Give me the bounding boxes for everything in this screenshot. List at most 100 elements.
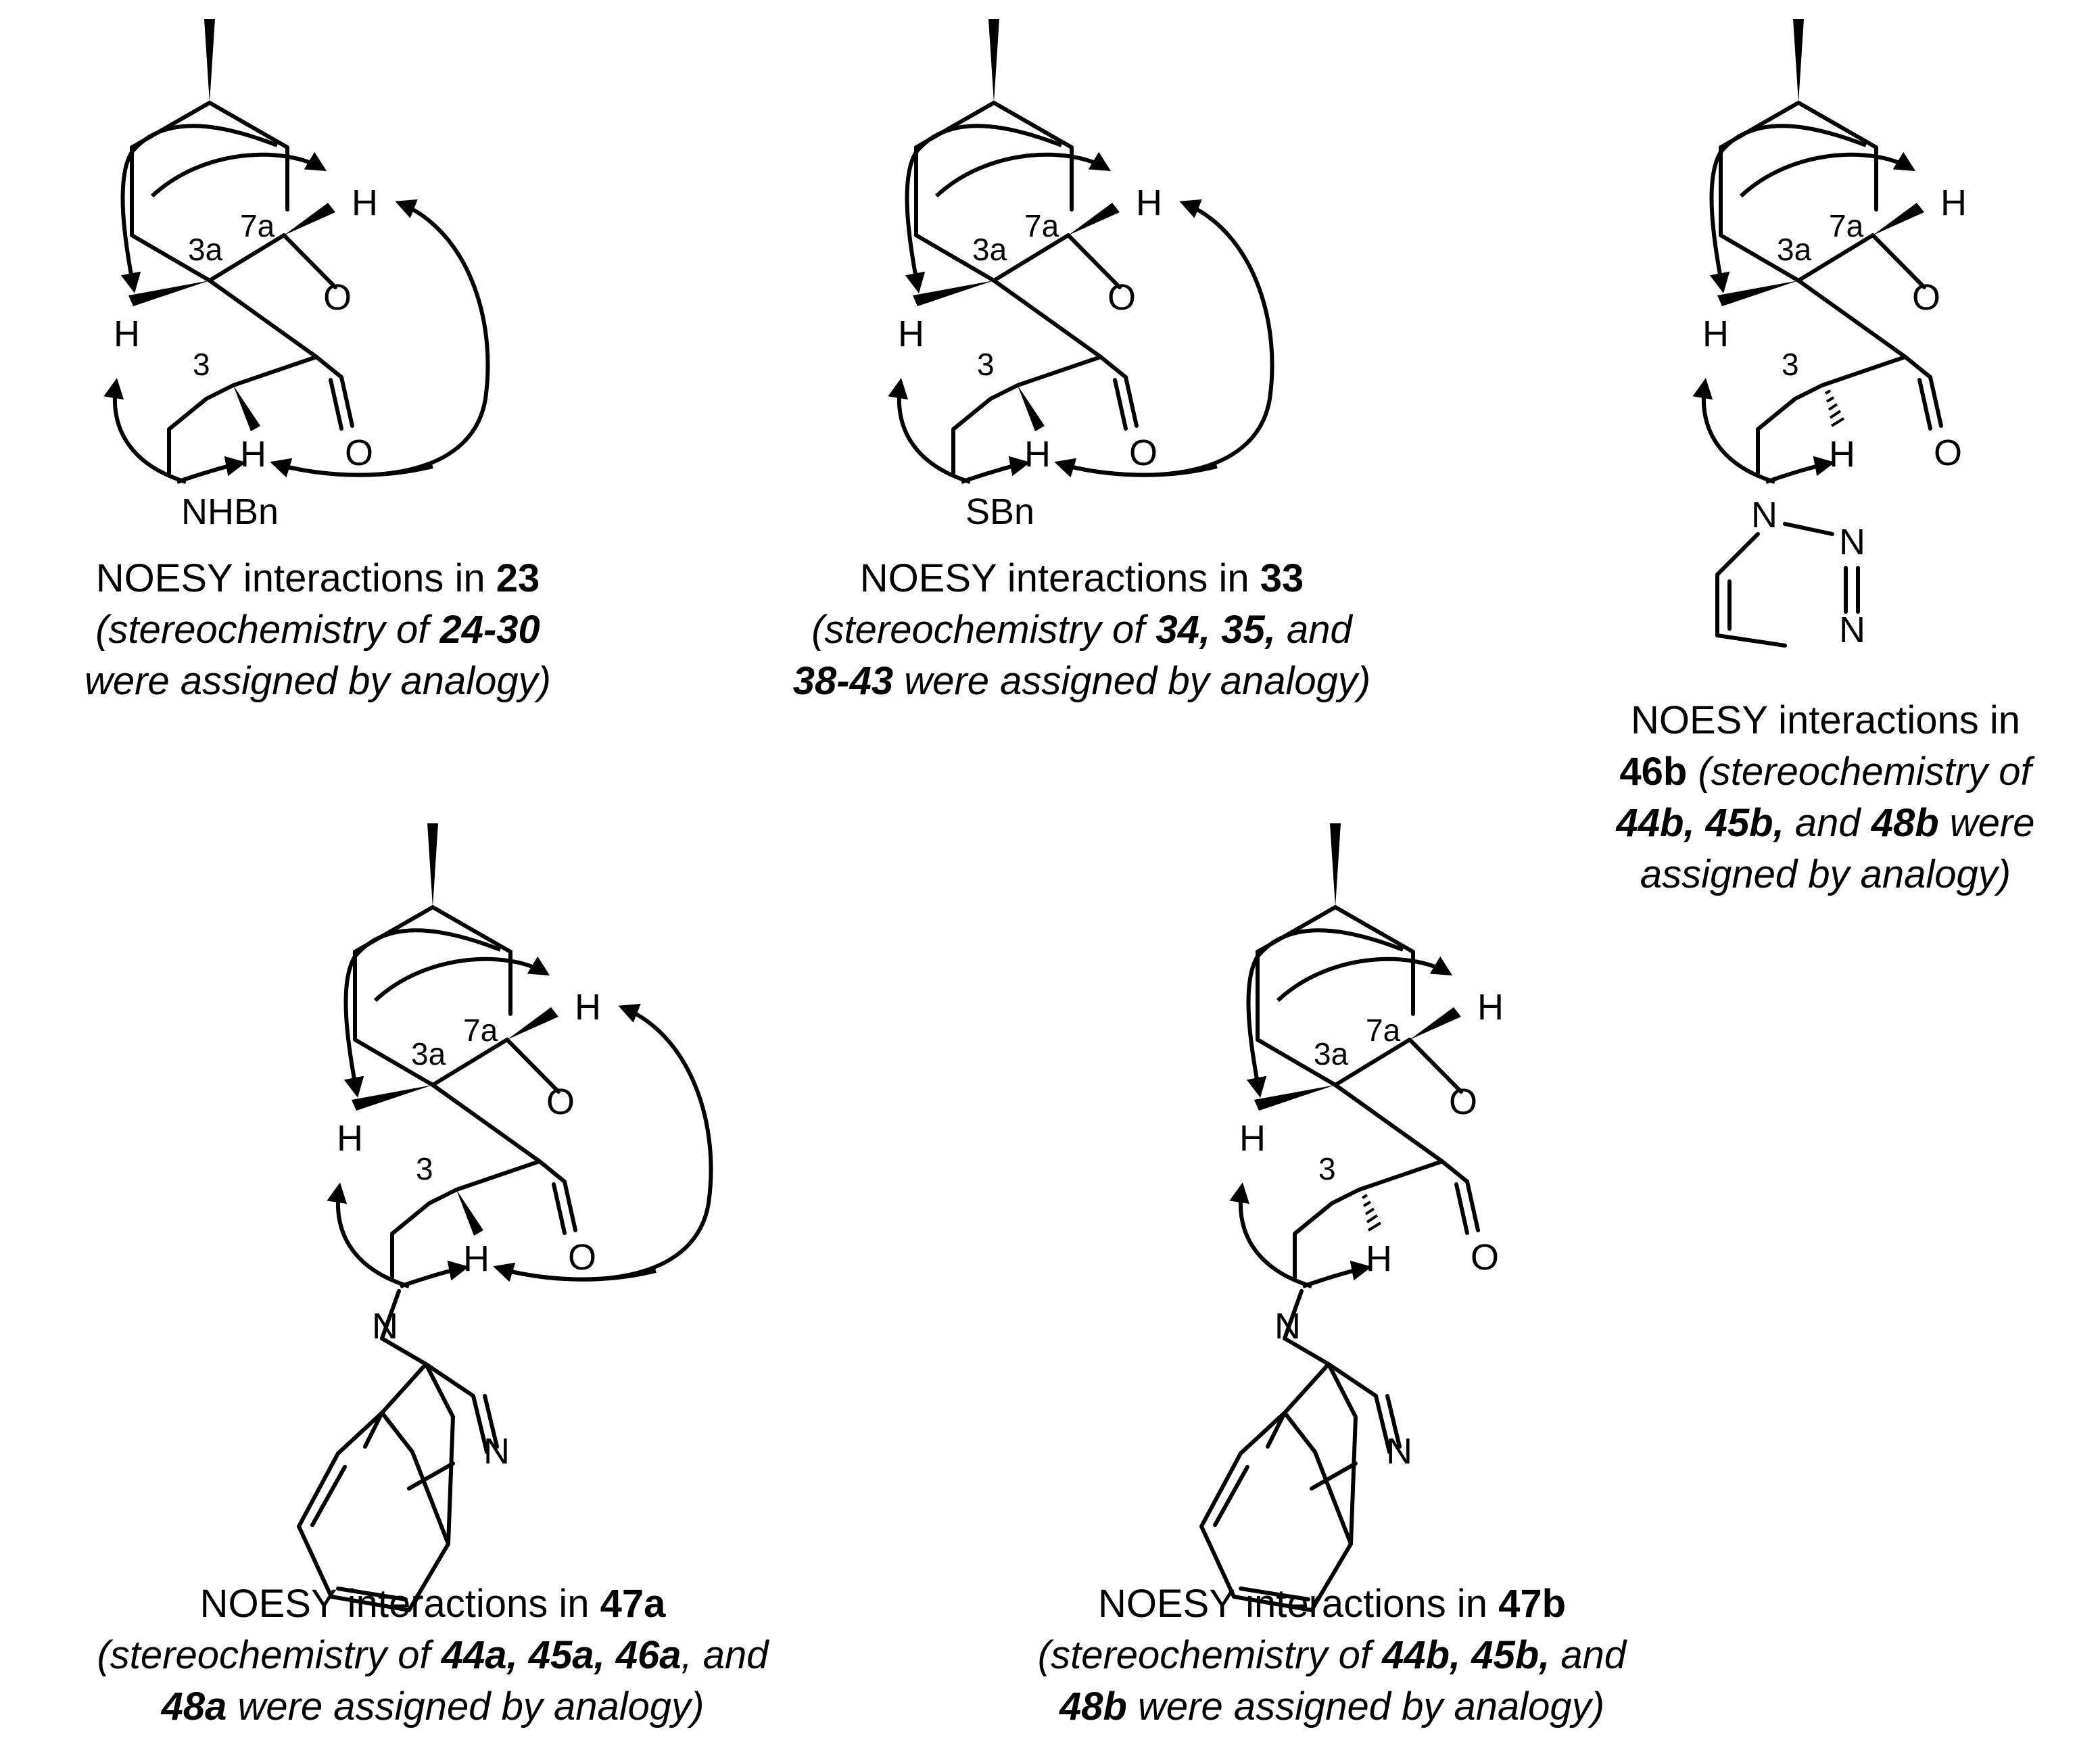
label-3: 3 — [1318, 1151, 1336, 1186]
atom-h-3a: H — [337, 1118, 363, 1159]
molecule-47b: 7a 3a 3 H O H H O N N — [1201, 823, 1504, 1610]
caption-line: 48a were assigned by analogy) — [47, 1681, 818, 1733]
compound-number: 48b — [1059, 1685, 1127, 1728]
molecule-47a: 7a 3a 3 H O H H O N N — [299, 823, 711, 1610]
compound-number: 48b — [1871, 801, 1939, 845]
caption-line: (stereochemistry of 34, 35, and — [717, 604, 1447, 656]
label-7a: 7a — [1366, 1013, 1401, 1048]
compound-number: 47b — [1498, 1582, 1567, 1626]
atom-o-carbonyl: O — [345, 433, 373, 473]
caption-text: were assigned by analogy) — [1126, 1685, 1605, 1728]
atom-o-ring: O — [323, 277, 352, 318]
caption-text: (stereochemistry of — [95, 608, 440, 652]
caption-47b: NOESY interactions in 47b (stereochemist… — [967, 1578, 1697, 1733]
atom-h-3a: H — [1239, 1118, 1266, 1159]
caption-33: NOESY interactions in 33 (stereochemistr… — [717, 553, 1447, 707]
label-3a: 3a — [1777, 232, 1812, 267]
atom-h-3a: H — [1702, 314, 1729, 354]
caption-text: (stereochemistry of — [1687, 750, 2032, 794]
label-3: 3 — [977, 347, 995, 382]
atom-o-ring: O — [546, 1082, 575, 1122]
label-7a: 7a — [240, 208, 275, 243]
molecule-33: 7a 3a 3 H O H H O SBn — [898, 19, 1272, 532]
caption-line: NOESY interactions in 33 — [717, 553, 1447, 604]
caption-text: assigned by analogy) — [1640, 852, 2011, 896]
label-3a: 3a — [1314, 1036, 1349, 1071]
atom-o-carbonyl: O — [1129, 433, 1158, 473]
atom-o-carbonyl: O — [1471, 1237, 1499, 1278]
label-3: 3 — [416, 1151, 433, 1186]
caption-line: were assigned by analogy) — [20, 656, 615, 707]
caption-line: 44b, 45b, and 48b were — [1569, 798, 2082, 849]
compound-number: 46b — [1619, 750, 1688, 794]
caption-line: NOESY interactions in 47b — [967, 1578, 1697, 1630]
caption-text: were — [1938, 801, 2035, 845]
caption-line: NOESY interactions in — [1569, 695, 2082, 746]
triazole-n1: N — [1751, 495, 1777, 535]
compound-number: 33 — [1260, 556, 1304, 600]
label-7a: 7a — [1829, 208, 1864, 243]
substituent-sbn: SBn — [965, 491, 1034, 532]
caption-line: 38-43 were assigned by analogy) — [717, 656, 1447, 707]
caption-line: (stereochemistry of 24-30 — [20, 604, 615, 656]
compound-number: 23 — [496, 556, 540, 600]
caption-23: NOESY interactions in 23 (stereochemistr… — [20, 553, 615, 707]
benzimidazole-n3: N — [483, 1431, 510, 1472]
atom-h-3a: H — [898, 314, 924, 354]
caption-text: NOESY interactions in — [199, 1582, 600, 1626]
compound-number: 48a — [161, 1685, 227, 1728]
label-3: 3 — [1782, 347, 1799, 382]
caption-47a: NOESY interactions in 47a (stereochemist… — [47, 1578, 818, 1733]
triazole-n3: N — [1839, 610, 1865, 650]
benzimidazole-n1: N — [1274, 1306, 1301, 1347]
atom-h-7a: H — [1477, 987, 1504, 1027]
compound-number: 24-30 — [439, 608, 540, 652]
compound-number: 44b, 45b, — [1382, 1633, 1550, 1677]
atom-h-3: H — [240, 434, 266, 475]
molecule-46b: 7a 3a 3 H O H H O N N N — [1702, 19, 1967, 650]
atom-h-3: H — [1829, 434, 1855, 475]
caption-text: (stereochemistry of — [811, 608, 1156, 652]
label-3: 3 — [193, 347, 210, 382]
atom-o-carbonyl: O — [568, 1237, 596, 1278]
caption-text: and — [1550, 1633, 1627, 1677]
atom-o-ring: O — [1449, 1082, 1477, 1122]
label-3a: 3a — [411, 1036, 446, 1071]
caption-text: (stereochemistry of — [1037, 1633, 1383, 1677]
triazole-n2: N — [1839, 522, 1865, 562]
compound-number: 38-43 — [792, 659, 894, 703]
compound-number: 47a — [600, 1582, 666, 1626]
atom-h-7a: H — [575, 987, 601, 1027]
caption-line: 48b were assigned by analogy) — [967, 1681, 1697, 1733]
caption-text: and — [1784, 801, 1871, 845]
caption-line: 46b (stereochemistry of — [1569, 746, 2082, 798]
caption-line: NOESY interactions in 47a — [47, 1578, 818, 1630]
caption-text: NOESY interactions in — [95, 556, 496, 600]
compound-number: 44a, 45a, 46a — [441, 1633, 682, 1677]
atom-h-3: H — [463, 1238, 490, 1279]
atom-o-ring: O — [1912, 277, 1940, 318]
label-7a: 7a — [463, 1013, 498, 1048]
caption-text: NOESY interactions in — [859, 556, 1260, 600]
caption-line: assigned by analogy) — [1569, 849, 2082, 900]
compound-number: 34, 35, — [1155, 608, 1276, 652]
molecule-23: 7a 3a 3 H O H H O NHBn — [114, 19, 488, 532]
compound-number: 44b, 45b, — [1616, 801, 1784, 845]
atom-h-3: H — [1024, 434, 1051, 475]
caption-text: were assigned by analogy) — [893, 659, 1371, 703]
atom-o-carbonyl: O — [1934, 433, 1962, 473]
caption-text: , and — [681, 1633, 769, 1677]
caption-46b: NOESY interactions in 46b (stereochemist… — [1569, 695, 2082, 900]
label-7a: 7a — [1024, 208, 1059, 243]
caption-text: NOESY interactions in — [1097, 1582, 1499, 1626]
label-3a: 3a — [972, 232, 1007, 267]
caption-line: (stereochemistry of 44a, 45a, 46a, and — [47, 1630, 818, 1681]
caption-text: (stereochemistry of — [97, 1633, 442, 1677]
caption-text: NOESY interactions in — [1631, 698, 2020, 742]
caption-text: were assigned by analogy) — [226, 1685, 705, 1728]
atom-h-3a: H — [114, 314, 140, 354]
caption-line: NOESY interactions in 23 — [20, 553, 615, 604]
caption-text: were assigned by analogy) — [85, 659, 551, 703]
substituent-nhbn: NHBn — [181, 491, 279, 532]
label-3a: 3a — [188, 232, 223, 267]
